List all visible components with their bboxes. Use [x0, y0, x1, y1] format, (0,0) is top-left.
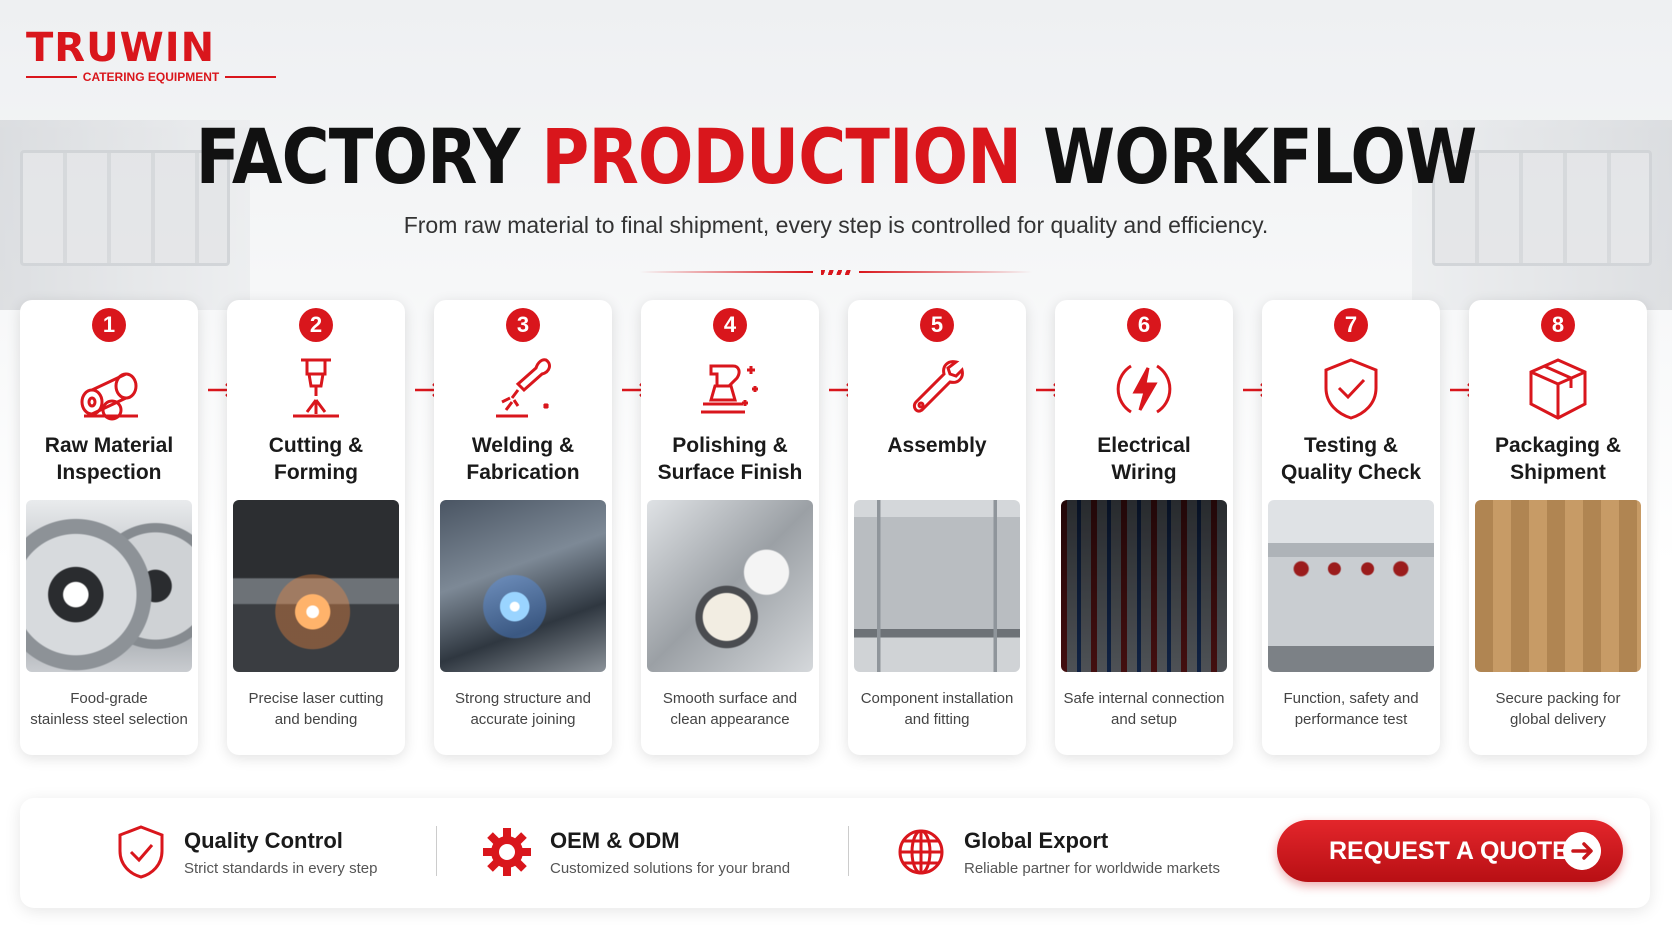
step-number: 7 — [1334, 308, 1368, 342]
wrench-icon — [912, 360, 964, 413]
feature-quality-control: Quality Control Strict standards in ever… — [116, 824, 436, 884]
step-title: Polishing &Surface Finish — [657, 434, 803, 484]
step-title: Cutting &Forming — [268, 434, 364, 484]
step-title: Welding &Fabrication — [466, 434, 580, 484]
step-photo-testing — [1268, 500, 1434, 672]
step-title: Assembly — [887, 434, 987, 457]
step-number: 1 — [92, 308, 126, 342]
feature-title: Global Export — [964, 828, 1109, 853]
laser-cutter-icon — [293, 358, 339, 418]
gear-icon — [483, 828, 531, 876]
step-photo-assembly — [854, 500, 1020, 672]
brand-name: TRUWIN — [26, 25, 216, 71]
step-number: 5 — [920, 308, 954, 342]
page-title: FACTORY PRODUCTION WORKFLOW — [195, 112, 1478, 201]
feature-description: Customized solutions for your brand — [550, 860, 791, 877]
step-photo-welding — [440, 500, 606, 672]
feature-separator — [848, 826, 849, 876]
brand-logo[interactable]: TRUWIN CATERING EQUIPMENT — [26, 28, 276, 84]
feature-title: OEM & ODM — [550, 828, 680, 853]
step-title: Testing &Quality Check — [1280, 434, 1422, 484]
feature-description: Reliable partner for worldwide markets — [964, 860, 1220, 877]
steel-rolls-icon — [80, 372, 138, 421]
step-card-cutting[interactable]: 2 Cutting &Forming Precise laser cutting… — [227, 300, 405, 755]
step-photo-steel-coils — [26, 500, 192, 672]
step-card-polishing[interactable]: 4 Polishing &Surface Finish Smooth surfa… — [641, 300, 819, 755]
step-number: 4 — [713, 308, 747, 342]
step-photo-electrical-panel — [1061, 500, 1227, 672]
arrow-right-icon — [1563, 832, 1601, 870]
step-photo-polishing — [647, 500, 813, 672]
shield-check-icon — [1324, 358, 1378, 420]
step-number: 8 — [1541, 308, 1575, 342]
step-photo-packaging — [1475, 500, 1641, 672]
background-kitchen-right — [1412, 120, 1672, 310]
step-title: Packaging &Shipment — [1494, 434, 1622, 484]
feature-title: Quality Control — [184, 828, 343, 853]
step-card-welding[interactable]: 3 Welding &Fabrication Strong structure … — [434, 300, 612, 755]
step-number: 3 — [506, 308, 540, 342]
step-number: 2 — [299, 308, 333, 342]
brand-tagline: CATERING EQUIPMENT — [26, 70, 276, 84]
page-subtitle: From raw material to final shipment, eve… — [403, 212, 1269, 238]
step-photo-laser-cutting — [233, 500, 399, 672]
lightning-icon — [1116, 364, 1172, 414]
feature-description: Strict standards in every step — [184, 860, 378, 877]
feature-separator — [436, 826, 437, 876]
polisher-icon — [701, 364, 758, 414]
globe-icon — [898, 829, 944, 875]
box-icon — [1529, 358, 1587, 420]
shield-check-icon — [118, 825, 164, 879]
step-number: 6 — [1127, 308, 1161, 342]
welding-torch-icon — [496, 358, 551, 418]
step-card-packaging[interactable]: 8 Packaging &Shipment Secure packing for… — [1469, 300, 1647, 755]
request-quote-button[interactable]: REQUEST A QUOTE — [1277, 820, 1623, 882]
features-bar: Quality Control Strict standards in ever… — [20, 798, 1650, 908]
request-quote-label: REQUEST A QUOTE — [1329, 836, 1569, 865]
step-card-testing[interactable]: 7 Testing &Quality Check Function, safet… — [1262, 300, 1440, 755]
background-kitchen-left — [0, 120, 250, 310]
feature-global-export: Global Export Reliable partner for world… — [896, 824, 1256, 884]
feature-oem-odm: OEM & ODM Customized solutions for your … — [482, 824, 822, 884]
title-divider — [640, 269, 1032, 275]
